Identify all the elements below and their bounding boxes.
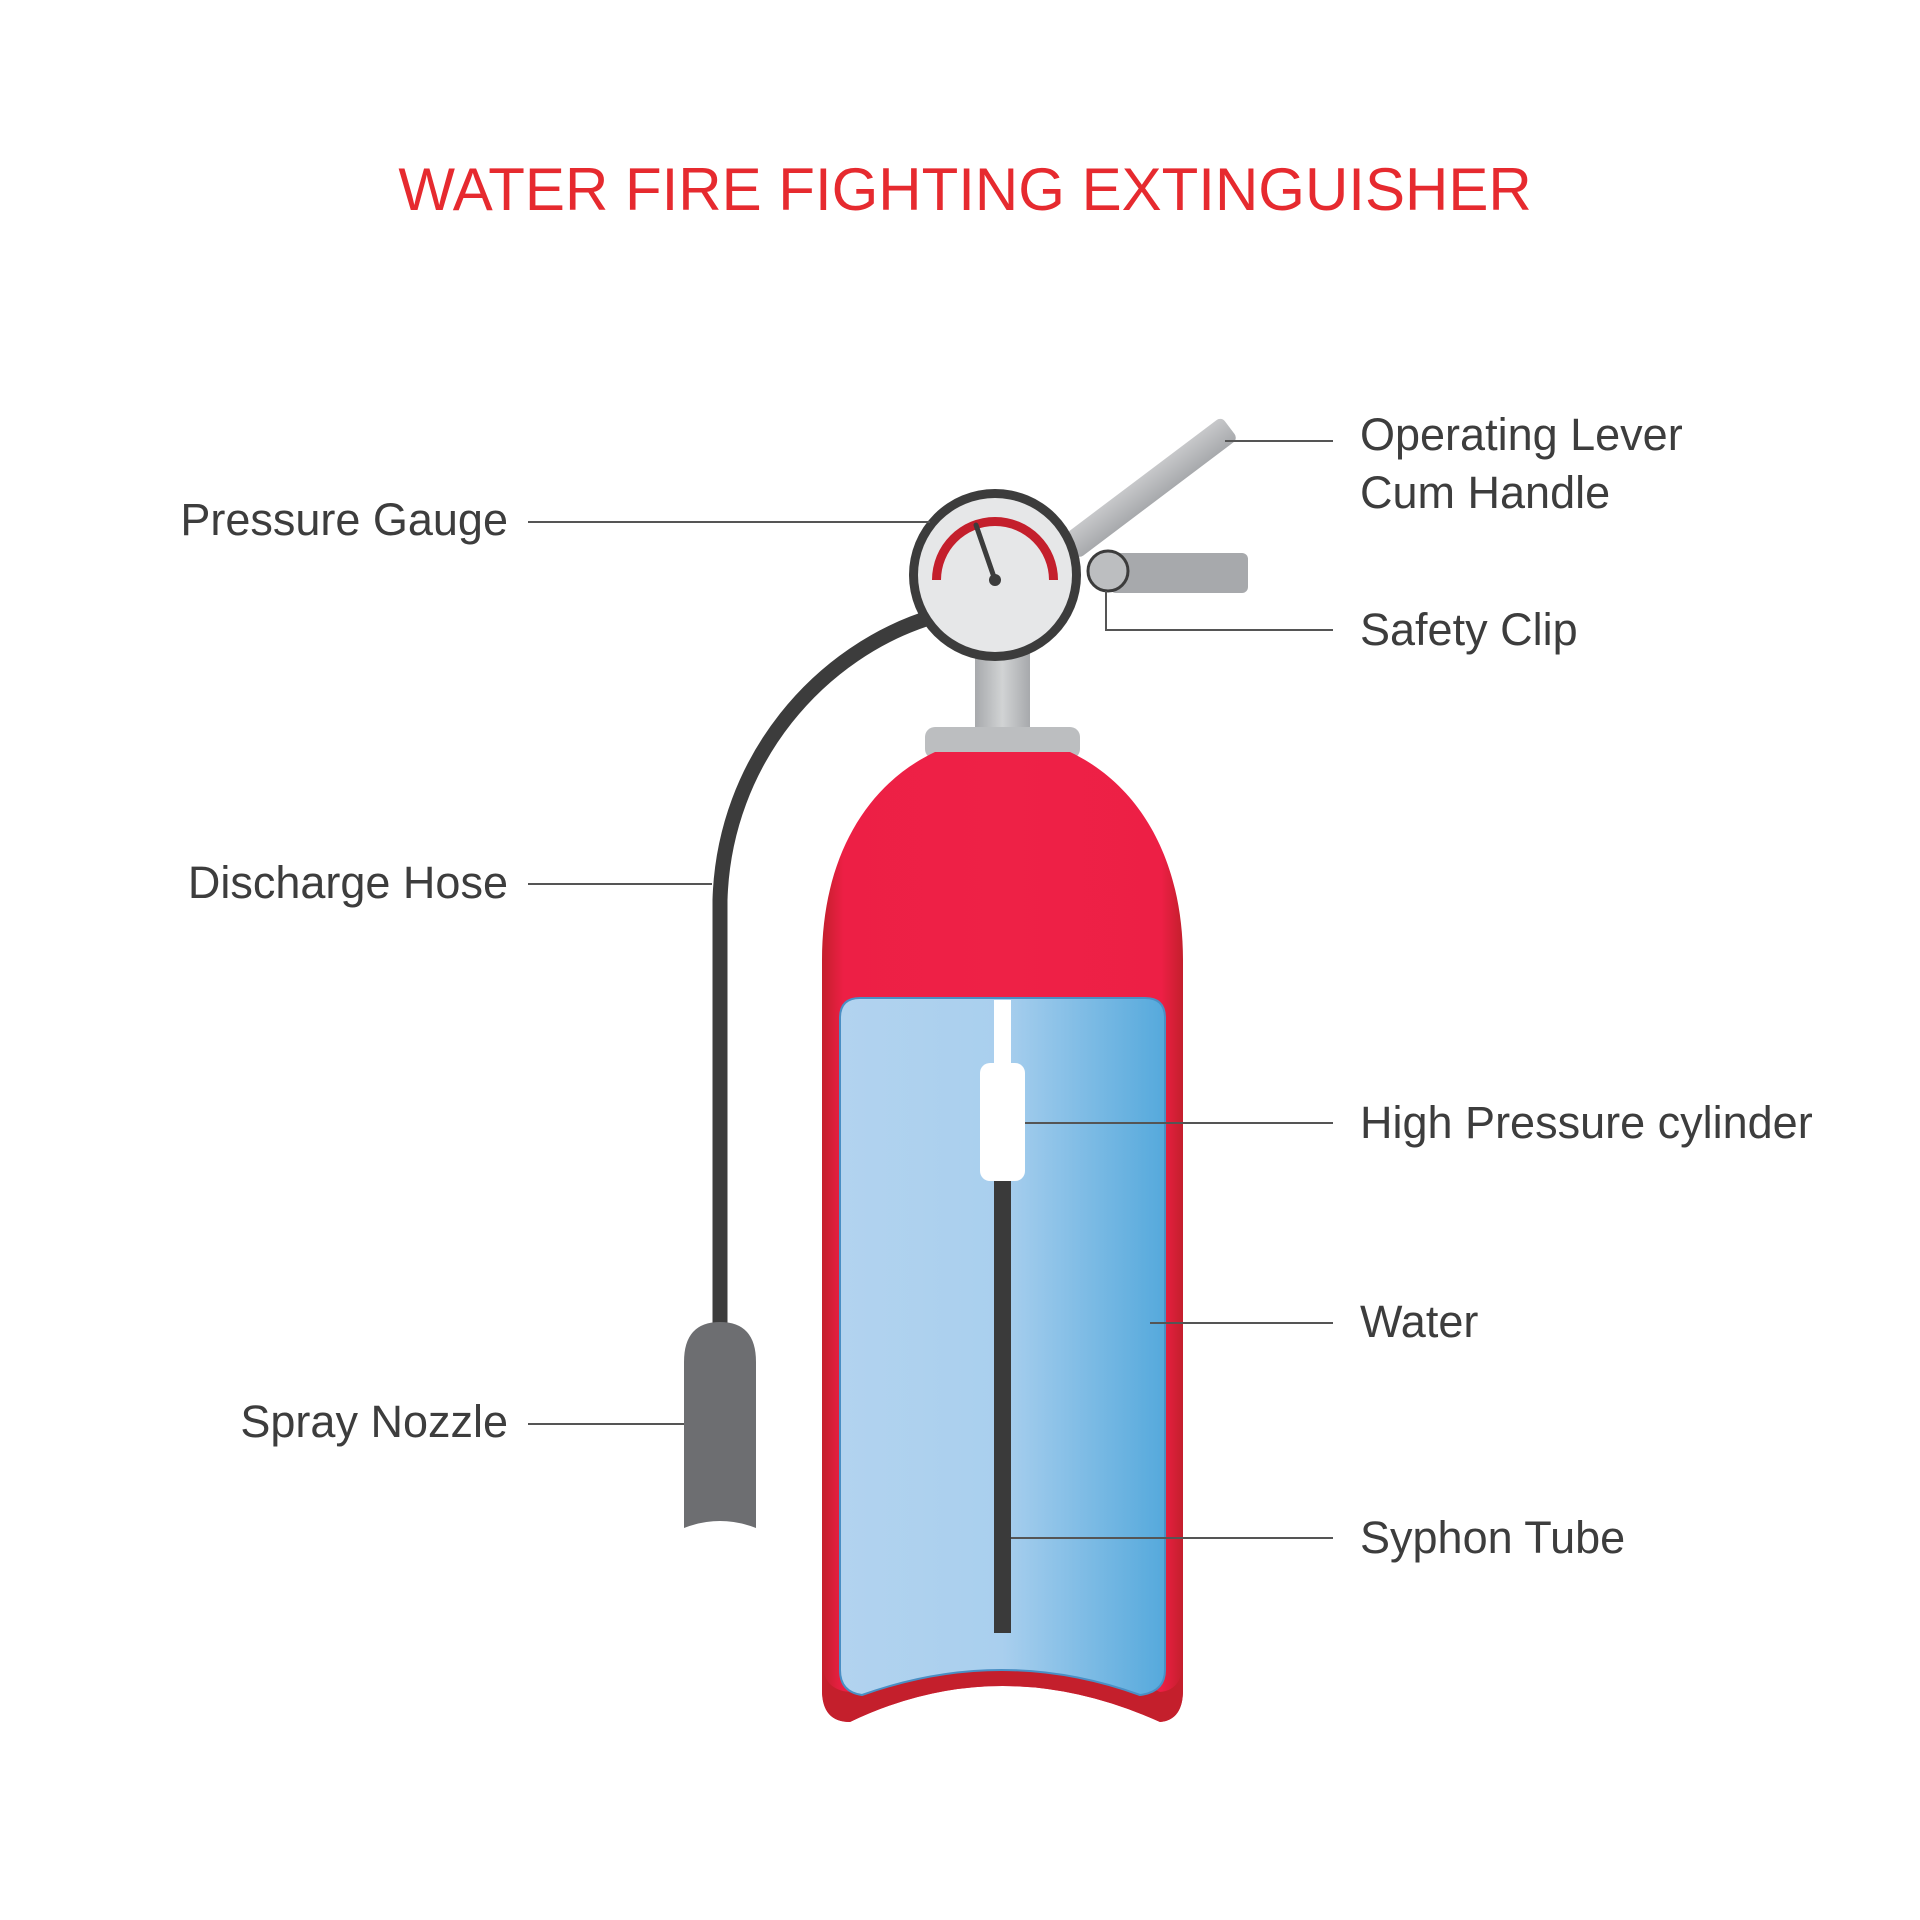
discharge-hose — [712, 608, 943, 1348]
cylinder-collar — [925, 727, 1080, 759]
syphon-tube-upper — [994, 1000, 1011, 1070]
leader-safety-clip — [1105, 591, 1333, 631]
label-discharge-hose: Discharge Hose — [188, 857, 508, 908]
syphon-tube — [994, 1181, 1011, 1633]
pressure-gauge — [909, 489, 1081, 661]
operating-lever — [1063, 418, 1236, 557]
label-pressure-gauge: Pressure Gauge — [180, 494, 508, 545]
label-water: Water — [1360, 1296, 1478, 1347]
label-operating-lever-line1: Operating Lever — [1360, 409, 1683, 460]
safety-clip — [1086, 549, 1130, 593]
spray-nozzle — [684, 1322, 756, 1528]
diagram-title: WATER FIRE FIGHTING EXTINGUISHER — [398, 156, 1531, 223]
label-safety-clip: Safety Clip — [1360, 604, 1578, 655]
high-pressure-cylinder — [980, 1063, 1025, 1181]
lower-handle — [1110, 553, 1248, 593]
label-operating-lever-line2: Cum Handle — [1360, 467, 1610, 518]
label-syphon-tube: Syphon Tube — [1360, 1512, 1625, 1563]
label-high-pressure-cylinder: High Pressure cylinder — [1360, 1097, 1813, 1148]
label-spray-nozzle: Spray Nozzle — [240, 1396, 508, 1447]
